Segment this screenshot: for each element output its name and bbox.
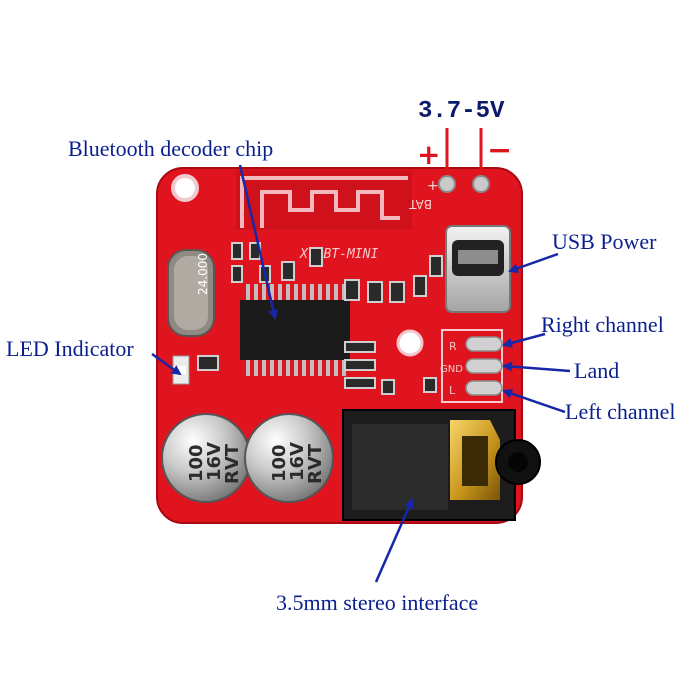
usb-port [445, 225, 511, 313]
capacitor-1: 100 16V RVT [161, 413, 251, 503]
plus-sign: + [417, 138, 441, 171]
label-land: Land [574, 358, 620, 383]
pad-r-silkscreen: R [449, 340, 457, 353]
arrow-land [502, 361, 571, 373]
pad-gnd-silkscreen: GND [440, 364, 463, 375]
cap1-line3: RVT [222, 443, 243, 484]
cap2-line1: 100 [269, 444, 290, 482]
audio-jack [342, 409, 541, 521]
output-pads: R GND L [440, 329, 503, 403]
crystal-label: 24.000 [196, 253, 210, 295]
label-usb-power: USB Power [552, 229, 657, 254]
label-led-indicator: LED Indicator [6, 336, 134, 361]
cap2-line3: RVT [305, 443, 326, 484]
bat-silkscreen: BAT [408, 197, 432, 211]
pad-l-silkscreen: L [449, 384, 456, 397]
label-bluetooth-decoder-chip: Bluetooth decoder chip [68, 136, 274, 161]
crystal-oscillator: 24.000 [167, 249, 215, 337]
label-stereo-interface: 3.5mm stereo interface [276, 590, 479, 615]
cap1-line1: 100 [186, 444, 207, 482]
antenna-trace [260, 190, 400, 228]
arrow-stereo-interface [374, 498, 414, 583]
voltage-label: 3.7-5V [418, 98, 505, 125]
battery-pads: + BAT [408, 175, 490, 211]
callout-arrows [151, 164, 571, 583]
cap2-line2: 16V [287, 442, 308, 481]
capacitor-2: 100 16V RVT [244, 413, 334, 503]
cap1-line2: 16V [204, 442, 225, 481]
label-left-channel: Left channel [565, 399, 676, 424]
mounting-hole-2 [396, 329, 424, 357]
battery-leads [445, 128, 483, 175]
arrow-usb-power [508, 252, 559, 274]
svg-text:+: + [427, 178, 439, 194]
mounting-hole [171, 174, 199, 202]
arrow-led-indicator [151, 352, 182, 376]
minus-sign: − [487, 133, 513, 168]
arrow-bluetooth-chip [238, 164, 279, 320]
label-right-channel: Right channel [541, 312, 664, 337]
arrow-right-channel [502, 332, 546, 348]
bluetooth-chip [240, 284, 350, 376]
arrow-left-channel [502, 388, 566, 414]
